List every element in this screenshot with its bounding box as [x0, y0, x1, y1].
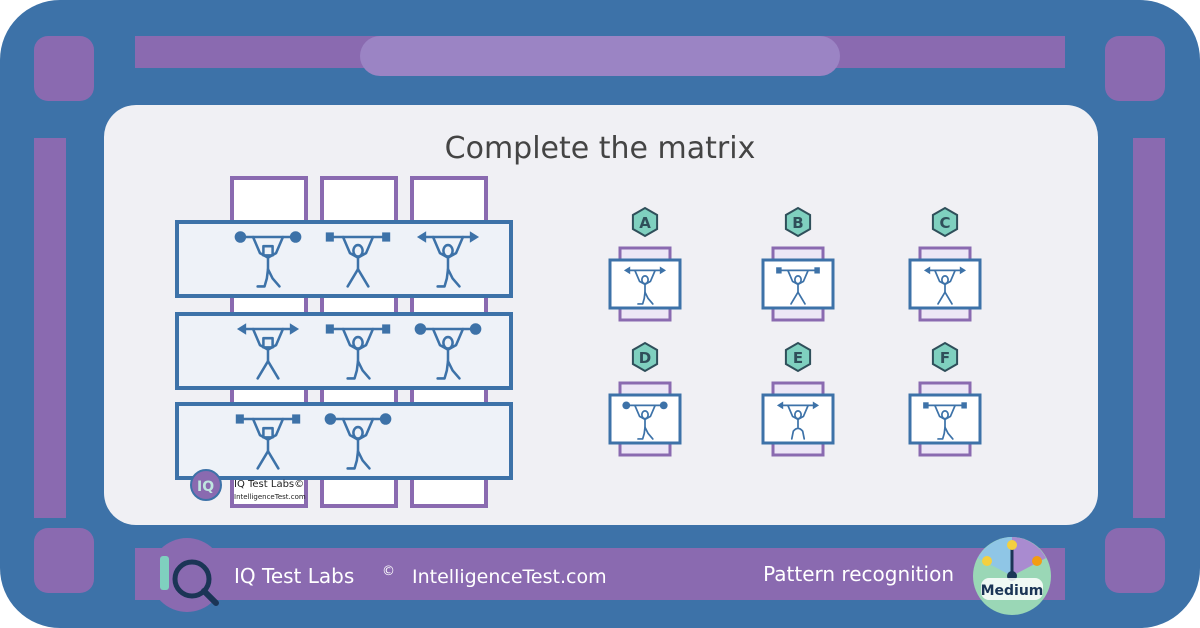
neutral-face-icon: [1007, 540, 1017, 550]
option-box: [608, 393, 682, 445]
logo-icon: [190, 469, 222, 501]
weightlifter-figure: [776, 401, 820, 440]
matrix-row: [175, 402, 513, 480]
puzzle-title: Complete the matrix: [445, 131, 756, 166]
footer-category: Pattern recognition: [763, 562, 954, 586]
answer-options: A B C D E F: [608, 206, 982, 457]
matrix-row: [175, 312, 513, 390]
option-letter: A: [639, 214, 651, 232]
weightlifter-figure: [235, 414, 301, 470]
weightlifter-figure: [776, 267, 820, 305]
watermark: IQ IQ Test Labs© IntelligenceTest.com: [190, 469, 306, 501]
weightlifter-figure: [236, 323, 300, 380]
footer-site: IntelligenceTest.com: [412, 566, 607, 588]
option-c[interactable]: C: [908, 206, 982, 322]
option-badge: [631, 341, 659, 373]
watermark-name: IQ Test Labs©: [234, 479, 304, 490]
footer: IQ Test Labs © IntelligenceTest.com Patt…: [150, 537, 1051, 615]
difficulty-label: Medium: [981, 583, 1044, 599]
surprised-face-icon: [1032, 556, 1042, 566]
option-a[interactable]: A: [608, 206, 682, 322]
decorative-bands: [34, 36, 1165, 600]
option-box: [908, 258, 982, 310]
option-badge: [784, 341, 812, 373]
matrix-row: [175, 220, 513, 298]
option-e[interactable]: E: [761, 341, 835, 457]
logo-glyph: IQ: [197, 479, 214, 495]
weightlifter-figure: [416, 231, 480, 288]
watermark-site: IntelligenceTest.com: [234, 493, 306, 501]
option-letter: C: [939, 214, 950, 232]
option-letter: E: [793, 349, 803, 367]
option-badge: [631, 206, 659, 238]
weightlifter-figure: [414, 323, 482, 380]
weightlifter-figure: [623, 266, 667, 305]
smile-face-icon: [982, 556, 992, 566]
weightlifter-figure: [622, 401, 668, 440]
option-letter: B: [792, 214, 803, 232]
option-badge: [784, 206, 812, 238]
footer-brand: IQ Test Labs: [234, 564, 354, 588]
weightlifter-figure: [324, 413, 392, 470]
option-letter: D: [639, 349, 651, 367]
option-d[interactable]: D: [608, 341, 682, 457]
test-tube-icon: [160, 556, 169, 590]
option-badge: [931, 206, 959, 238]
weightlifter-figure: [325, 324, 391, 380]
matrix-grid: [175, 176, 513, 508]
option-f[interactable]: F: [908, 341, 982, 457]
weightlifter-figure: [234, 231, 302, 288]
option-box: [761, 393, 835, 445]
weightlifter-figure: [923, 402, 967, 440]
option-letter: F: [940, 349, 950, 367]
weightlifter-figure: [325, 232, 391, 288]
option-b[interactable]: B: [761, 206, 835, 322]
weightlifter-figure: [923, 266, 967, 305]
option-badge: [931, 341, 959, 373]
footer-copyright: ©: [382, 564, 395, 579]
magnifier-icon: [172, 559, 212, 599]
